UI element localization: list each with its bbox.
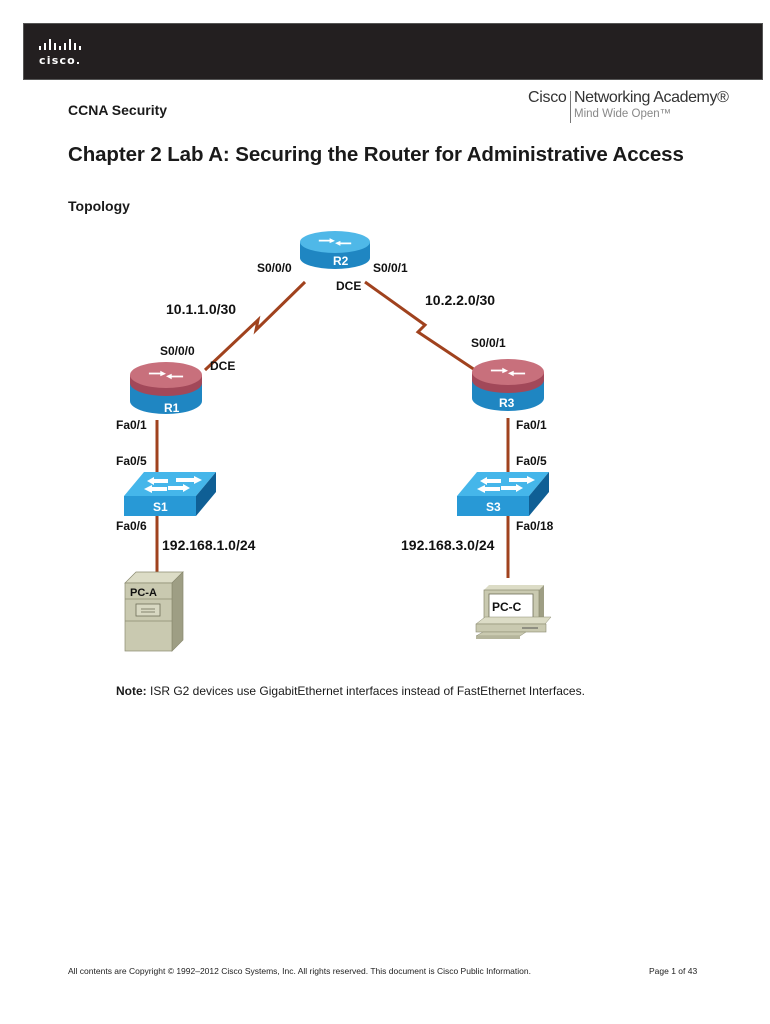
switch-s3-label: S3 — [486, 500, 501, 514]
page-title: Chapter 2 Lab A: Securing the Router for… — [68, 143, 684, 166]
router-r3-label: R3 — [499, 396, 515, 410]
r2-s000-label: S0/0/0 — [257, 261, 292, 275]
router-r1-icon — [130, 362, 202, 414]
header-bar: cisco. — [23, 23, 763, 80]
switch-s3-icon — [457, 472, 549, 516]
r3-fa01-label: Fa0/1 — [516, 418, 547, 432]
note-label: Note: — [116, 684, 147, 698]
academy-logo-name: Networking Academy® — [574, 89, 729, 106]
footer-copyright: All contents are Copyright © 1992–2012 C… — [68, 966, 531, 976]
r3-s001-label: S0/0/1 — [471, 336, 506, 350]
note-text: ISR G2 devices use GigabitEthernet inter… — [146, 684, 585, 698]
serial-link-r1-r2 — [203, 280, 307, 372]
academy-logo-divider — [570, 91, 571, 123]
pc-c-icon — [475, 585, 552, 639]
router-r2-icon — [300, 231, 370, 269]
switch-s1-icon — [124, 472, 216, 516]
cisco-logo-icon — [39, 39, 81, 50]
switch-s1-label: S1 — [153, 500, 168, 514]
serial-link-r2-r3 — [364, 280, 479, 374]
s1-fa06-label: Fa0/6 — [116, 519, 147, 533]
academy-logo-tagline: Mind Wide Open™ — [574, 108, 672, 120]
footer-page-number: Page 1 of 43 — [649, 966, 698, 976]
router-r3-icon — [472, 359, 544, 411]
academy-logo-cisco: Cisco — [528, 89, 567, 106]
r2-s001-label: S0/0/1 — [373, 261, 408, 275]
network-lan1-label: 192.168.1.0/24 — [162, 537, 256, 553]
course-name: CCNA Security — [68, 102, 168, 118]
note: Note: ISR G2 devices use GigabitEthernet… — [116, 684, 585, 698]
r1-fa01-label: Fa0/1 — [116, 418, 147, 432]
r1-s000-label: S0/0/0 — [160, 344, 195, 358]
network-r2-r3-label: 10.2.2.0/30 — [425, 292, 495, 308]
topology-diagram: R2 R1 R3 S1 S3 — [116, 231, 554, 652]
networking-academy-logo: Cisco Networking Academy® Mind Wide Open… — [528, 89, 758, 125]
s3-fa05-label: Fa0/5 — [516, 454, 547, 468]
router-r1-label: R1 — [164, 401, 180, 415]
router-r2-label: R2 — [333, 254, 349, 268]
pc-a-label: PC-A — [130, 587, 157, 599]
pc-a-icon — [124, 571, 184, 652]
cisco-wordmark: cisco. — [39, 54, 82, 67]
section-heading-topology: Topology — [68, 198, 130, 214]
s3-fa018-label: Fa0/18 — [516, 519, 554, 533]
pc-c-label: PC-C — [492, 600, 522, 614]
r2-dce-label: DCE — [336, 279, 361, 293]
network-r1-r2-label: 10.1.1.0/30 — [166, 301, 236, 317]
s1-fa05-label: Fa0/5 — [116, 454, 147, 468]
r1-dce-label: DCE — [210, 359, 235, 373]
network-lan3-label: 192.168.3.0/24 — [401, 537, 495, 553]
